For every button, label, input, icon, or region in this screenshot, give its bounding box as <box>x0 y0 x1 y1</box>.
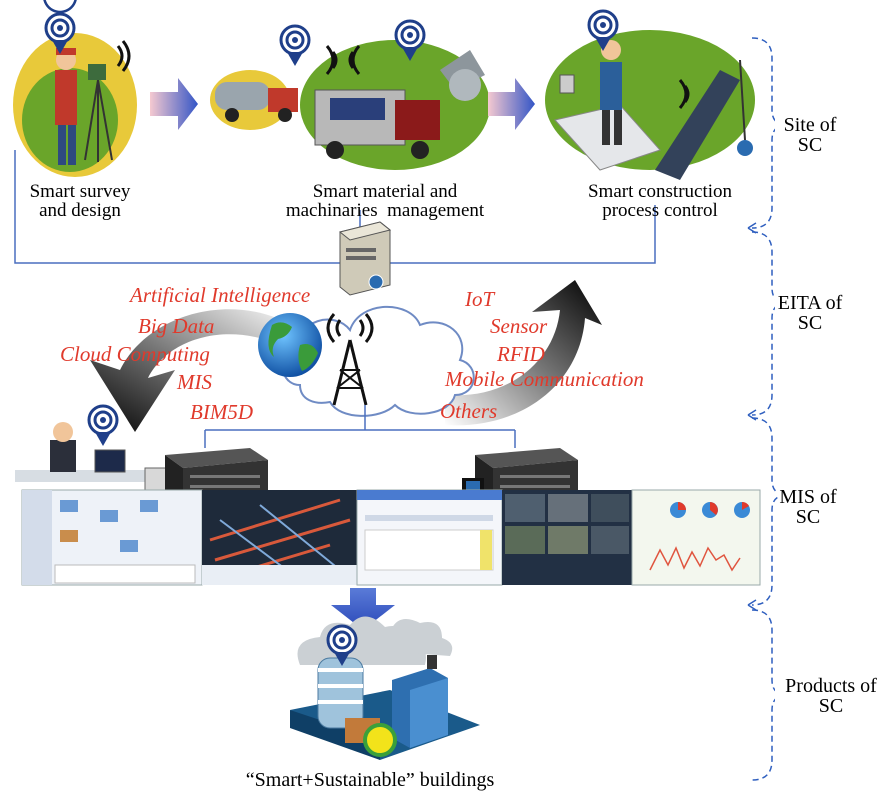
stage-label-line: and design <box>39 200 121 221</box>
stage-label-line: process control <box>602 200 718 221</box>
tech-label-sensor: Sensor <box>490 314 548 338</box>
tech-label-ai: Artificial Intelligence <box>130 283 311 307</box>
location-pin-icon <box>587 9 619 51</box>
stage-label-line: Smart survey <box>29 181 131 202</box>
bracket-tick-marks <box>747 222 757 611</box>
product-caption: “Smart+Sustainable” buildings <box>245 769 495 791</box>
location-pin-icon <box>87 404 119 446</box>
stage-label-line: Smart material and <box>312 181 458 202</box>
curved-arrow-left <box>90 309 300 432</box>
office-worker-illustration <box>15 422 168 494</box>
location-pin-icon <box>326 624 358 666</box>
tech-label-mis: MIS <box>177 370 212 394</box>
side-label-eita: EITA of SC <box>775 293 845 333</box>
tech-label-rfid: RFID <box>497 342 545 366</box>
side-label-line: MIS of <box>779 486 837 508</box>
side-label-line: SC <box>818 695 844 717</box>
side-label-line: Products of <box>785 675 877 697</box>
mis-screenshots-strip <box>21 489 761 586</box>
flow-arrow-1 <box>150 78 198 130</box>
antenna-tower-icon <box>326 313 374 406</box>
tech-label-bim5d: BIM5D <box>190 400 253 424</box>
tech-label-bigdata: Big Data <box>138 314 215 338</box>
machinery-illustration <box>210 40 490 170</box>
survey-illustration <box>13 33 137 177</box>
stage-label-line: Smart construction <box>587 181 733 202</box>
location-pin-icon <box>279 24 311 66</box>
stage-label-survey: Smart survey and design <box>0 182 160 220</box>
curved-arrow-right <box>445 280 602 426</box>
side-label-line: SC <box>797 312 823 334</box>
side-label-mis: MIS of SC <box>778 487 838 527</box>
side-label-site: Site of SC <box>775 115 845 155</box>
location-pin-icon <box>43 0 77 54</box>
buildings-illustration <box>290 616 480 760</box>
flow-arrow-2 <box>488 78 535 130</box>
side-label-products: Products of SC <box>775 676 887 716</box>
construction-illustration <box>545 30 755 180</box>
stage-label-line: machinaries management <box>285 200 485 221</box>
globe-icon <box>258 313 322 377</box>
tech-label-others: Others <box>440 399 498 423</box>
side-label-line: Site of <box>783 114 837 136</box>
location-pin-icon <box>394 19 426 61</box>
tech-label-cloud: Cloud Computing <box>60 342 210 366</box>
down-arrow <box>331 588 395 630</box>
tech-label-mobile: Mobile Communication <box>445 367 644 391</box>
side-label-line: EITA of <box>777 292 843 314</box>
tech-label-iot: IoT <box>465 287 495 311</box>
site-network-line <box>14 150 656 264</box>
side-label-line: SC <box>797 134 823 156</box>
server-icon <box>338 221 392 296</box>
side-label-line: SC <box>795 506 821 528</box>
stage-label-material: Smart material and machinaries managemen… <box>255 182 515 220</box>
stage-label-construction: Smart construction process control <box>555 182 765 220</box>
